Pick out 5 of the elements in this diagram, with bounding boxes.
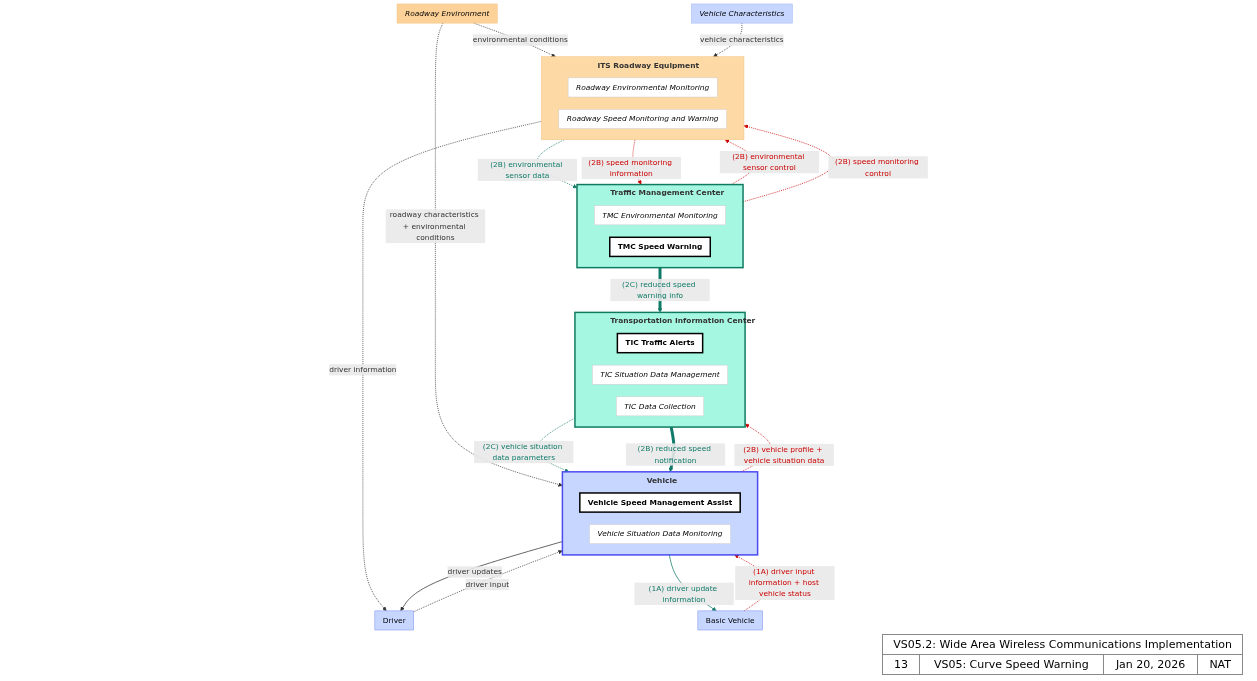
title-block-cell: 13: [882, 654, 920, 675]
title-block-cell: Jan 20, 2026: [1103, 654, 1198, 675]
title-block-cell: VS05.2: Wide Area Wireless Communications Implementation: [882, 634, 1243, 655]
title-block-cell: NAT: [1197, 654, 1243, 675]
title-block-cell: VS05: Curve Speed Warning: [919, 654, 1104, 675]
